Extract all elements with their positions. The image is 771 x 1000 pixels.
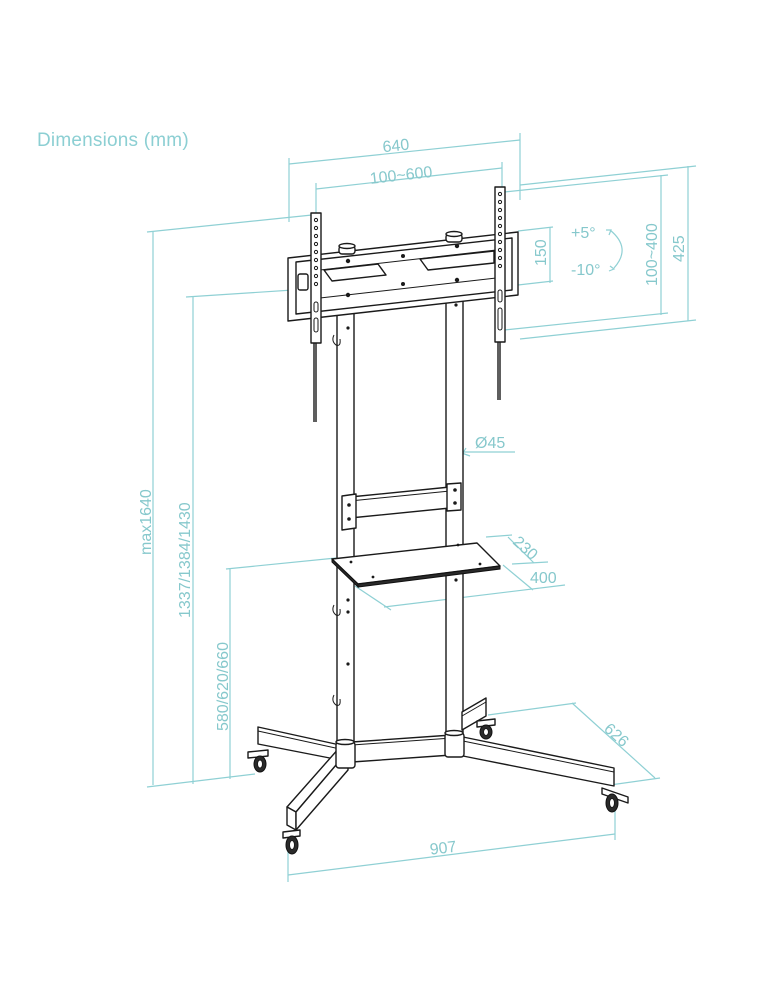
dim-max-height: max1640 (138, 214, 313, 788)
dim-label-100-600: 100~600 (369, 164, 433, 188)
dim-mount-heights: 1337/1384/1430 (177, 288, 309, 784)
diagram-title: Dimensions (mm) (37, 130, 189, 151)
dim-label-425: 425 (671, 235, 688, 262)
dimension-lines: 640 100~600 425 100~400 150 (138, 133, 697, 882)
caster-front-right (601, 787, 629, 813)
dim-label-base-width: 907 (429, 839, 458, 859)
dim-label-640: 640 (382, 137, 410, 157)
bracket-slot-right (419, 250, 495, 271)
dim-shelf-heights: 580/620/660 (215, 557, 337, 779)
right-vesa-arm (494, 186, 506, 400)
dim-label-shelf-depth: 230 (509, 533, 540, 564)
dim-vesa-vertical: 100~400 (503, 174, 669, 331)
right-pole (445, 279, 464, 751)
tilt-up-label: +5° (571, 225, 596, 242)
tv-stand-drawing (247, 186, 629, 855)
dim-label-150: 150 (533, 239, 550, 266)
dim-bracket-height: 150 (517, 226, 554, 286)
caster-rear-left (247, 749, 269, 773)
left-vesa-arm (310, 212, 322, 422)
dim-label-max1640: max1640 (138, 489, 155, 555)
caster-rear-right (476, 718, 496, 740)
dim-vesa-horizontal: 100~600 (315, 162, 503, 215)
dim-label-1337-1384-1430: 1337/1384/1430 (177, 502, 194, 618)
dim-plate-height: 425 (519, 165, 697, 340)
dim-base-width: 907 (287, 800, 616, 882)
dim-label-100-400: 100~400 (644, 223, 661, 286)
tilt-arc-icon (609, 229, 623, 269)
tilt-down-label: -10° (571, 262, 601, 279)
middle-crossbar (341, 482, 462, 531)
vertical-vesa-arms (310, 186, 506, 422)
dim-label-pole-diameter: Ø45 (475, 435, 505, 452)
four-leg-base (257, 697, 615, 831)
dim-label-base-depth: 626 (600, 720, 631, 751)
tilt-indicator: +5° -10° (571, 225, 623, 279)
dim-overall-width: 640 (288, 133, 521, 222)
locking-casters (247, 718, 629, 855)
caster-front-left (282, 829, 301, 855)
dim-label-580-620-660: 580/620/660 (215, 642, 232, 731)
dim-label-shelf-width: 400 (530, 570, 557, 587)
av-shelf (331, 542, 501, 589)
tv-mounting-bracket (287, 230, 519, 322)
bracket-slot-left (323, 263, 387, 282)
